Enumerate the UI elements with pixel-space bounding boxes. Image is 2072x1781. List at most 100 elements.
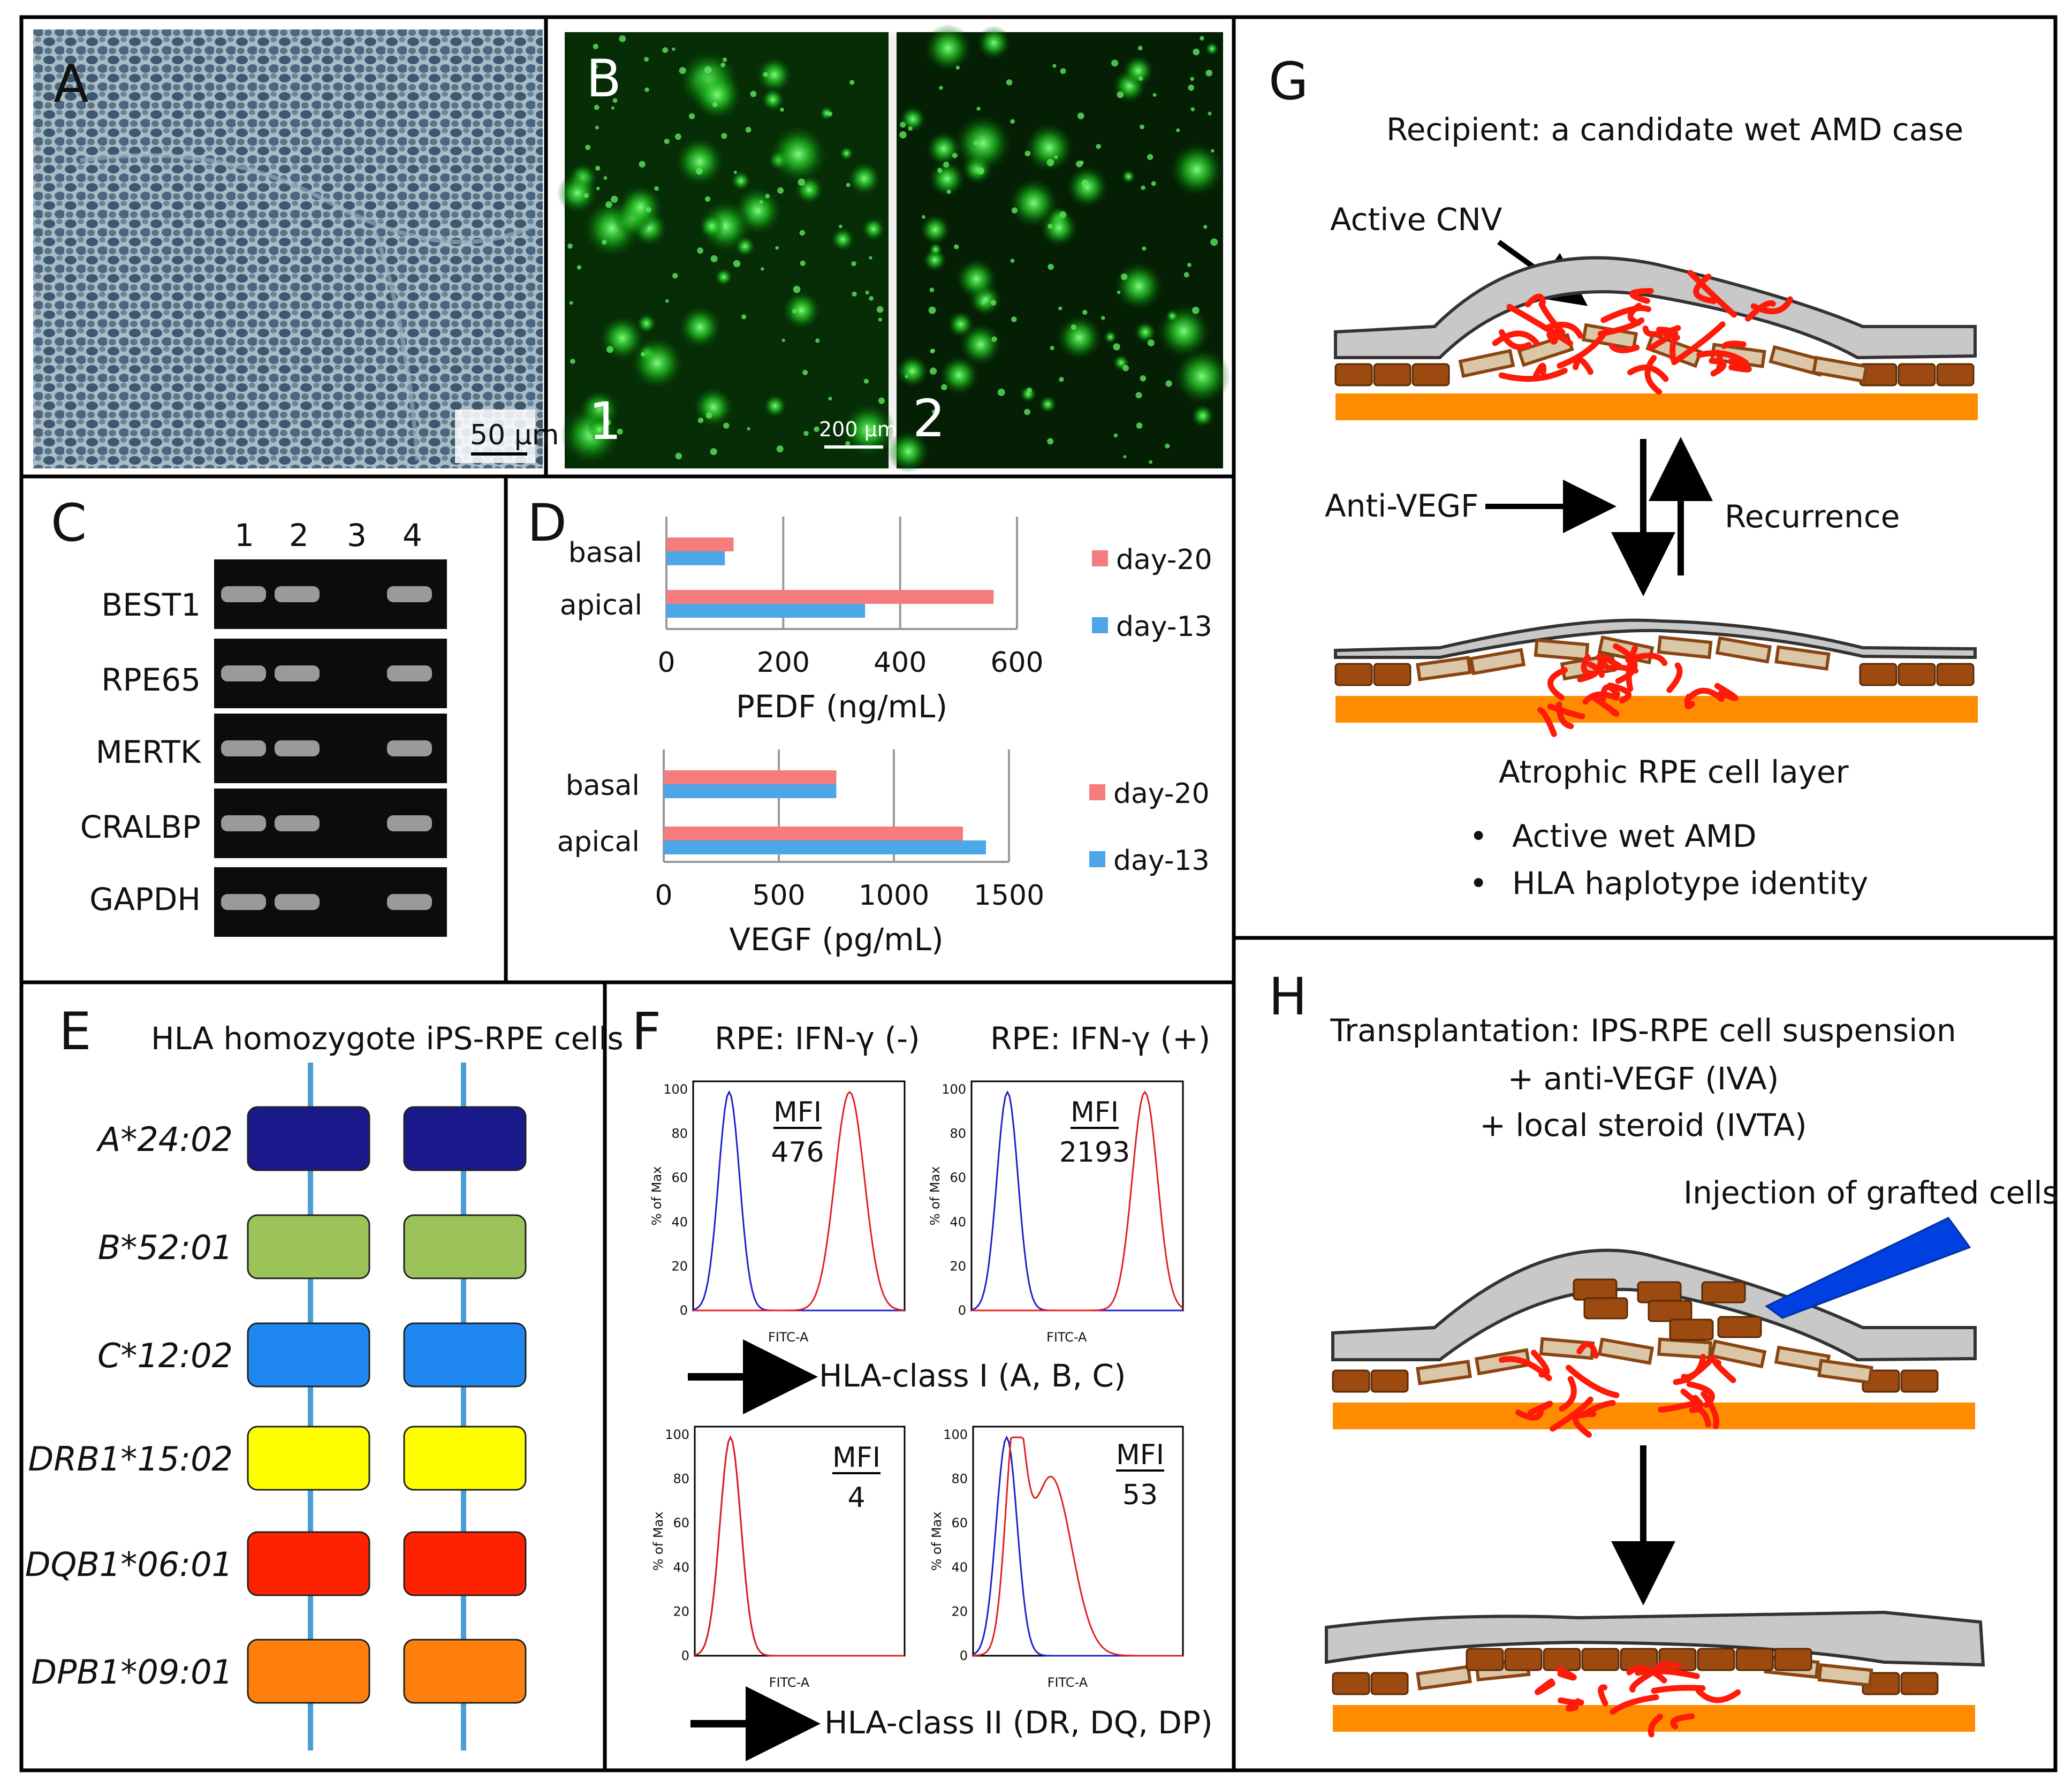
- histogram-stained: [694, 1435, 905, 1657]
- fluorescent-spot: [731, 170, 751, 191]
- lane-1: 1: [234, 517, 254, 554]
- gel-band: [387, 665, 432, 681]
- fluorescent-spot: [756, 56, 793, 94]
- fluorescent-spot: [841, 403, 895, 457]
- y-axis-label: % of Max: [929, 1512, 944, 1571]
- panel-a: A 50 μm: [33, 29, 559, 468]
- rpe-cell: [1370, 1672, 1409, 1695]
- fluorescent-dot: [803, 430, 809, 436]
- fluorescent-dot: [1140, 124, 1144, 130]
- lane-2: 2: [289, 517, 309, 554]
- fluorescent-dot: [606, 346, 613, 353]
- cnv-vessel: [1582, 691, 1620, 705]
- y-tick-label: 20: [950, 1259, 966, 1274]
- y-axis-label: % of Max: [928, 1166, 943, 1226]
- f-col2-title: RPE: IFN-γ (+): [990, 1020, 1210, 1057]
- bar-day-20: [666, 590, 994, 604]
- fluorescent-dot: [851, 261, 856, 267]
- fluorescent-spot: [763, 393, 787, 418]
- grafted-cell: [1774, 1648, 1812, 1671]
- panel-d-letter: D: [527, 493, 567, 553]
- x-tick-label: 1500: [974, 880, 1044, 912]
- fluorescent-spot: [819, 105, 834, 121]
- grafted-cell: [1648, 1300, 1692, 1322]
- fluorescent-dot: [644, 87, 649, 92]
- fluorescent-dot: [639, 161, 646, 168]
- fluorescent-dot: [1191, 306, 1200, 314]
- cnv-vessel: [1689, 1406, 1712, 1428]
- rpe-cell: [1898, 363, 1936, 386]
- fluorescent-spot: [1019, 385, 1037, 403]
- fluorescent-spot: [699, 199, 752, 253]
- gel-band: [275, 586, 320, 602]
- fluorescent-dot: [710, 255, 718, 262]
- fluorescent-dot: [1193, 48, 1200, 56]
- cnv-vessel: [1613, 643, 1638, 684]
- fluorescent-dot: [1010, 119, 1015, 124]
- fluorescent-dot: [761, 267, 764, 271]
- rpe-micrograph: [33, 29, 543, 468]
- panel-c-letter: C: [51, 493, 87, 553]
- f-class1-label: HLA-class I (A, B, C): [819, 1358, 1126, 1394]
- panel-c: C 1 2 3 4 BEST1 RPE65 MERTK CRALBP GAPDH: [51, 493, 447, 937]
- y-tick-label: 20: [671, 1259, 688, 1274]
- fluorescent-dot: [953, 244, 959, 249]
- fluorescent-dot: [1190, 77, 1195, 81]
- fluorescent-dot: [605, 201, 612, 208]
- fluorescent-spot: [939, 355, 980, 396]
- cnv-vessel: [1709, 358, 1727, 377]
- fluorescent-dot: [937, 168, 943, 173]
- fluorescent-spot: [1205, 42, 1219, 56]
- fluorescent-dot: [1059, 377, 1064, 382]
- y-tick-label: 100: [942, 1082, 966, 1097]
- g-atrophic: Atrophic RPE cell layer: [1499, 754, 1849, 790]
- rpe-cell: [1373, 363, 1411, 386]
- fluorescent-spot: [925, 131, 962, 167]
- fluorescent-spot: [699, 213, 725, 239]
- cnv-vessel: [1712, 1359, 1736, 1383]
- fluorescent-dot: [815, 338, 820, 343]
- g-recurrence: Recurrence: [1725, 498, 1900, 535]
- cnv-vessel: [1498, 367, 1568, 382]
- gel-bands: [221, 586, 432, 910]
- fluorescent-dot: [1200, 36, 1204, 41]
- fluorescent-dot: [928, 306, 936, 314]
- fluorescent-dot: [619, 35, 626, 42]
- fluorescent-dot: [644, 57, 649, 62]
- fluorescent-dot: [952, 153, 958, 158]
- displaced-rpe-cell: [1657, 635, 1713, 660]
- fluorescent-spot: [1008, 177, 1059, 229]
- x-axis-label: FITC-A: [768, 1330, 809, 1345]
- y-tick-label: 40: [951, 1560, 968, 1575]
- y-tick-label: 60: [673, 1515, 689, 1530]
- panel-f-letter: F: [632, 1002, 661, 1062]
- fluorescent-dot: [1011, 316, 1017, 322]
- fluorescent-spot: [678, 305, 723, 350]
- hla-allele-label: DQB1*06:01: [25, 1545, 233, 1584]
- fluorescent-dot: [1046, 158, 1054, 166]
- fluorescent-dot: [1052, 64, 1057, 68]
- grafted-cell: [1581, 1648, 1620, 1671]
- fluorescent-dot: [1205, 70, 1213, 77]
- grafted-cell: [1637, 1281, 1682, 1303]
- fluorescent-dot: [781, 338, 785, 342]
- fluorescent-dot: [929, 367, 937, 375]
- grafted-cell: [1717, 1316, 1762, 1338]
- fluorescent-dot: [1096, 143, 1102, 149]
- cnv-vessel: [1534, 1678, 1555, 1695]
- category-label: apical: [557, 826, 640, 858]
- fluorescent-dot: [567, 243, 573, 249]
- mfi-value: 53: [1122, 1479, 1158, 1511]
- fluorescent-dot: [1048, 263, 1054, 270]
- fluorescent-dot: [722, 57, 727, 62]
- displaced-rpe-cell: [1811, 355, 1869, 383]
- fluorescent-dot: [1120, 273, 1128, 281]
- fluorescent-dot: [973, 140, 978, 146]
- fluorescent-dot: [1058, 306, 1062, 310]
- y-tick-label: 100: [663, 1082, 688, 1097]
- fluorescent-spot: [920, 214, 951, 246]
- x-tick-label: 0: [657, 647, 675, 679]
- cnv-vessel: [1655, 1661, 1682, 1674]
